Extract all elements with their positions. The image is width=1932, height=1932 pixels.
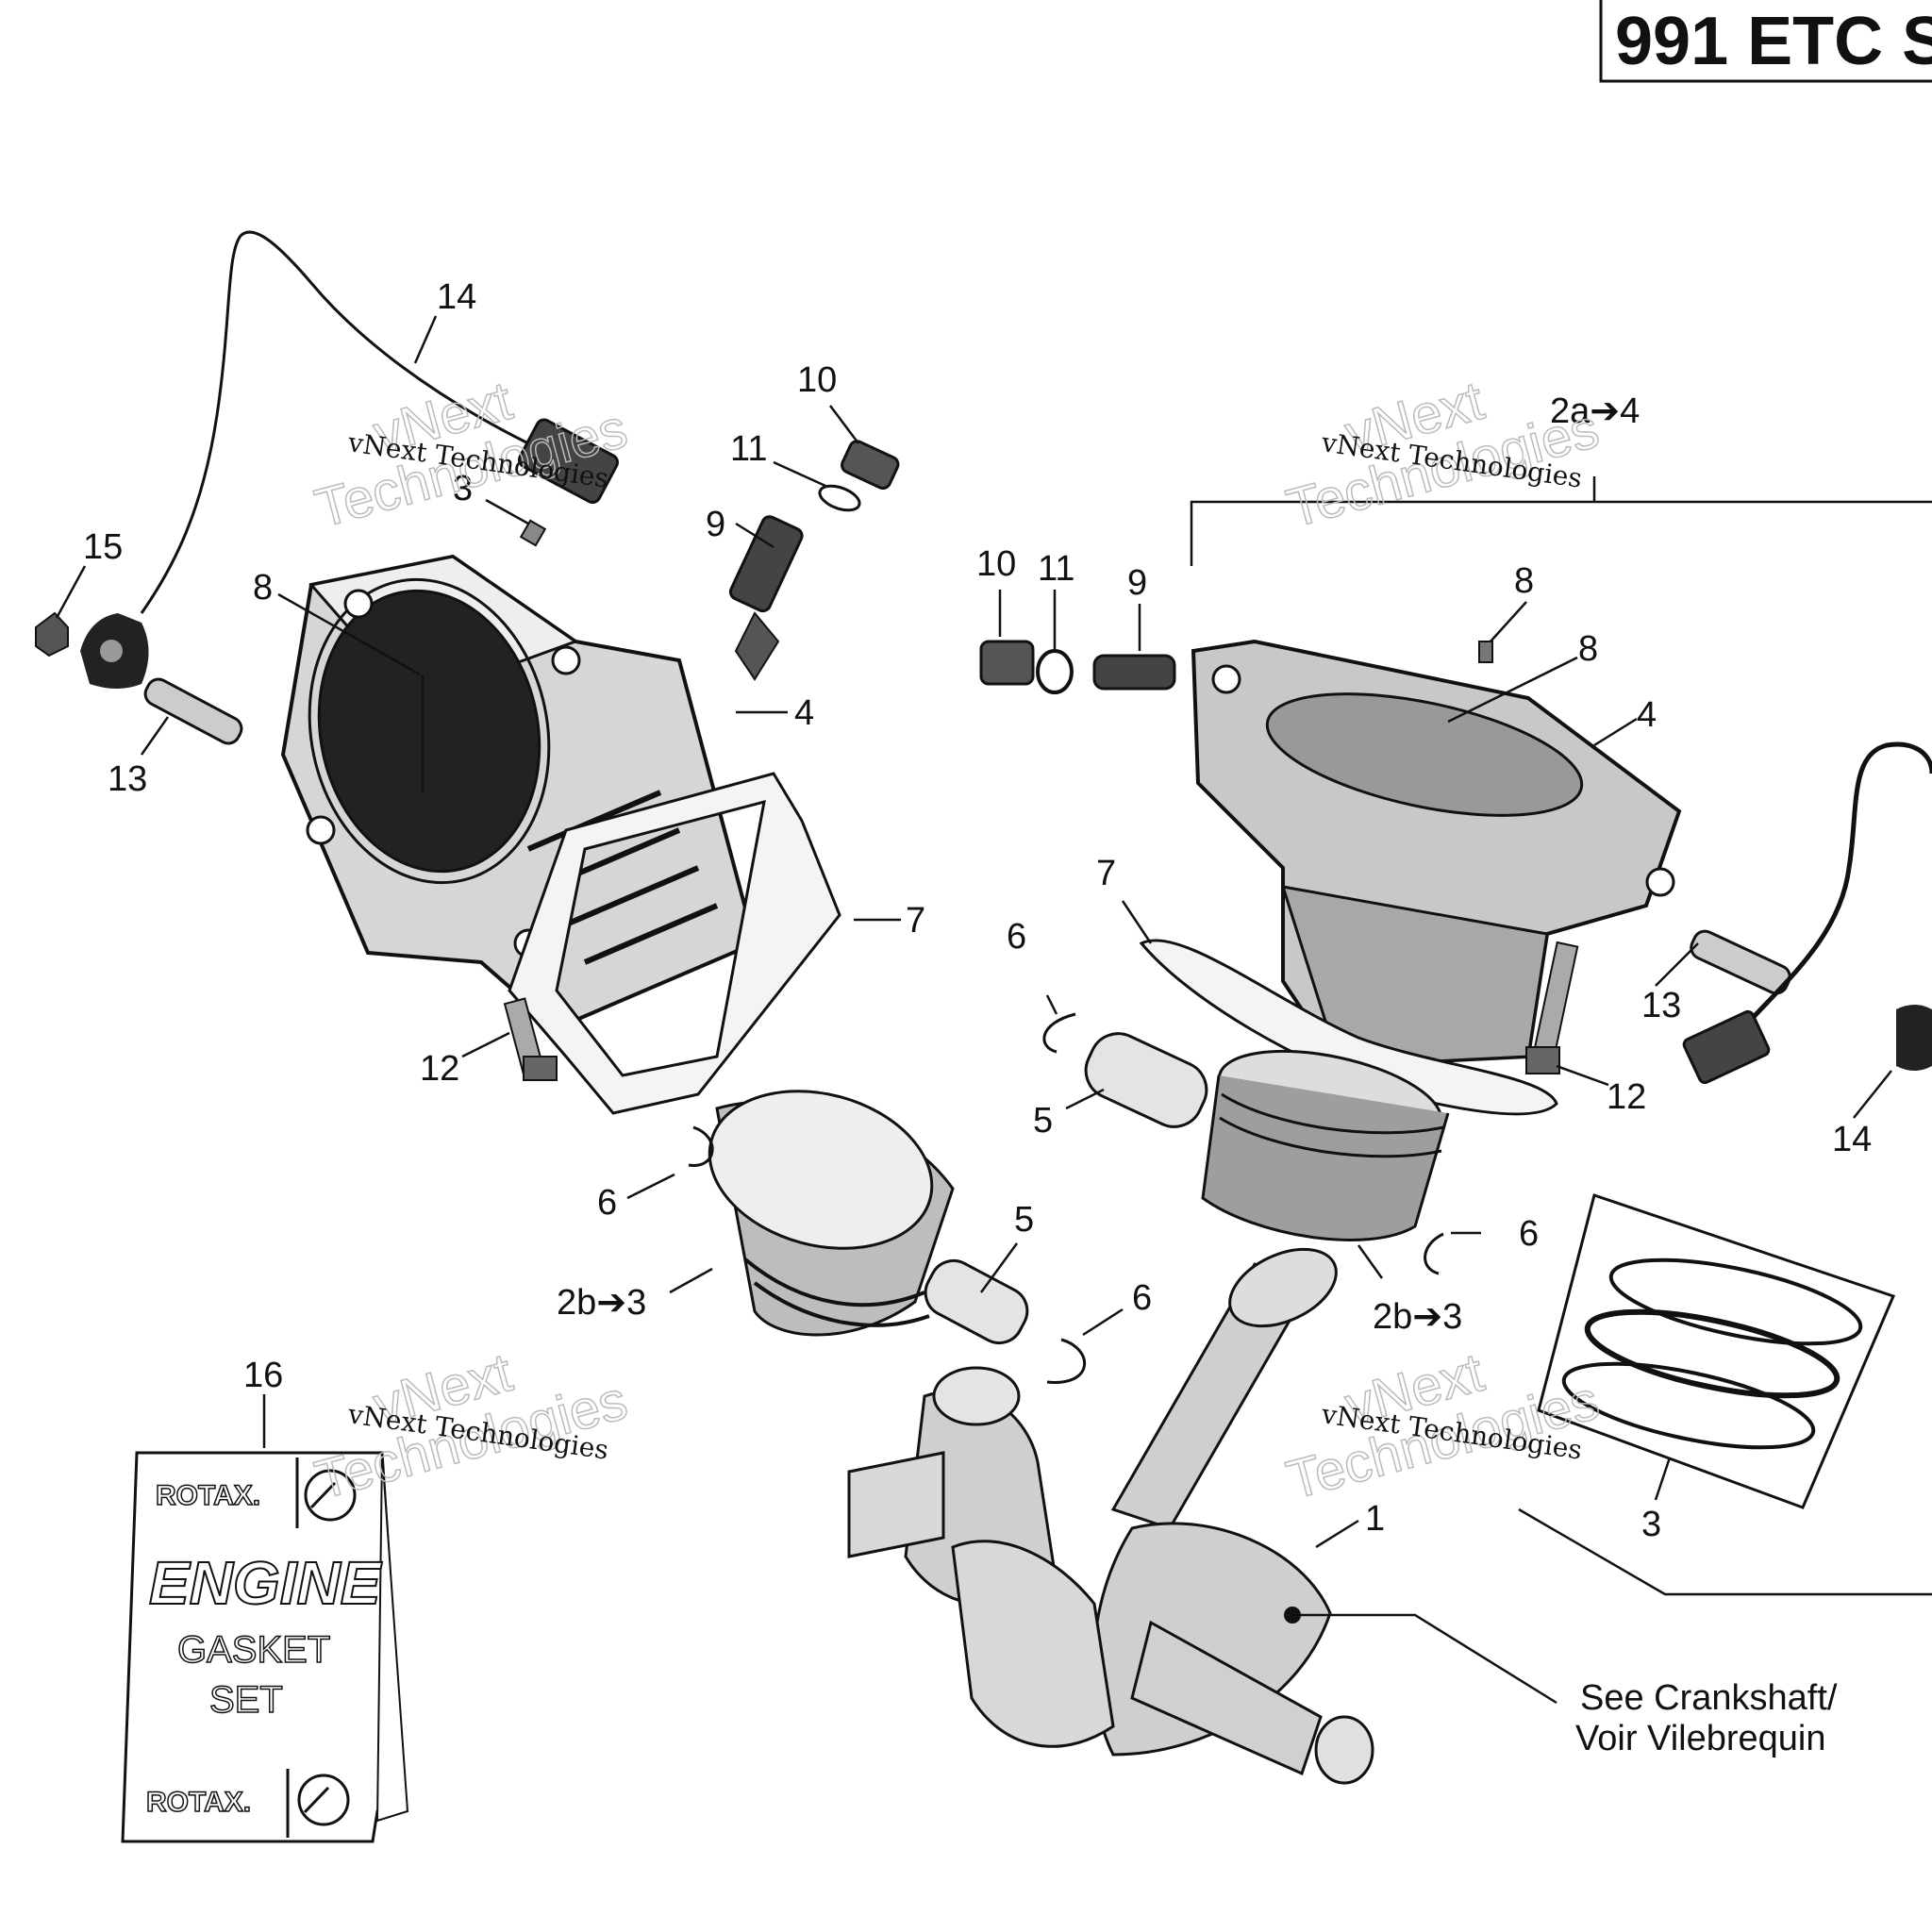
callout-6-right-b: 6 — [1519, 1214, 1539, 1254]
bracket-2a4 — [1190, 476, 1932, 566]
gasket-kit-line2: GASKET — [177, 1629, 330, 1671]
crankshaft-note-line1: See Crankshaft/ — [1580, 1678, 1838, 1718]
circlip-right-a — [1042, 1012, 1076, 1054]
connector-left — [517, 418, 619, 504]
cylinder-left — [280, 554, 758, 1031]
callouts: 14 3 15 8 13 10 11 9 4 7 12 6 2b➔3 5 6 1… — [83, 277, 1872, 1544]
rotax-gauge-icon-top — [304, 1469, 357, 1522]
callout-9-left: 9 — [706, 505, 725, 544]
callout-7-left: 7 — [906, 901, 925, 941]
set-screw-left — [519, 519, 547, 547]
callout-10-left: 10 — [797, 360, 837, 400]
gasket-set-package: ROTAX. ENGINE GASKET SET ROTAX. — [121, 1451, 409, 1843]
base-gasket-right — [1139, 939, 1558, 1116]
connector-right — [1682, 1009, 1771, 1085]
callout-2b3-right: 2b➔3 — [1373, 1297, 1462, 1337]
callout-3-left: 3 — [453, 469, 473, 508]
callout-13-right: 13 — [1641, 986, 1681, 1025]
nut-left — [35, 611, 69, 658]
gasket-kit-line3: SET — [209, 1679, 283, 1721]
title-box: 991 ETC S — [1599, 0, 1932, 83]
callout-3-right: 3 — [1641, 1505, 1661, 1544]
seal-ring-left — [818, 484, 861, 512]
piston-right — [1201, 1049, 1450, 1241]
dowel-pin-left — [143, 677, 243, 745]
circlip-left-b — [1046, 1338, 1086, 1384]
cap-screw-right — [979, 640, 1035, 686]
circlip-right-b — [1424, 1232, 1444, 1275]
piston-ring-set — [1537, 1193, 1896, 1509]
callout-7-right: 7 — [1096, 854, 1116, 893]
callout-1: 1 — [1365, 1499, 1385, 1539]
knock-sensor-right — [1896, 1005, 1932, 1071]
cylinder-right — [1191, 639, 1682, 1069]
callout-2b3-left: 2b➔3 — [557, 1283, 646, 1323]
rotax-gauge-icon-bottom — [297, 1774, 350, 1826]
callout-15: 15 — [83, 527, 123, 567]
leader-lines — [55, 315, 1892, 1705]
bolt-left — [503, 997, 558, 1081]
callout-12-left: 12 — [420, 1049, 459, 1089]
callout-10-right: 10 — [976, 544, 1016, 584]
gasket-kit-brand-bottom: ROTAX. — [146, 1787, 251, 1818]
gasket-kit-brand-top: ROTAX. — [156, 1480, 260, 1511]
knock-sensor-wire-right — [1724, 741, 1932, 1049]
callout-8-right-a: 8 — [1514, 561, 1534, 601]
callout-6-right-a: 6 — [1007, 917, 1026, 957]
oil-tube-left — [728, 515, 804, 681]
knock-sensor-wire-left — [140, 230, 529, 614]
callout-8-left: 8 — [253, 568, 273, 608]
callout-8-right-b: 8 — [1578, 629, 1598, 669]
diagram-title: 991 ETC S — [1615, 4, 1932, 79]
oil-tube-right — [1092, 654, 1176, 691]
callout-5-right: 5 — [1033, 1101, 1053, 1141]
dowel-right-8 — [1478, 641, 1493, 663]
callout-4-left: 4 — [794, 693, 814, 733]
dowel-pin-right — [1690, 929, 1791, 995]
callout-13-left: 13 — [108, 759, 147, 799]
piston-pin-left — [924, 1259, 1029, 1344]
callout-4-right: 4 — [1637, 695, 1657, 735]
knock-sensor-left — [80, 613, 149, 689]
callout-14-right: 14 — [1832, 1120, 1872, 1159]
gasket-kit-line1: ENGINE — [149, 1549, 383, 1617]
bracket-3-crank — [1518, 1507, 1932, 1596]
callout-9-right: 9 — [1127, 563, 1147, 603]
callout-14-left: 14 — [437, 277, 476, 317]
callout-11-right: 11 — [1038, 549, 1074, 589]
crankshaft — [847, 1247, 1374, 1785]
callout-5-left: 5 — [1014, 1200, 1034, 1240]
bolt-right — [1525, 941, 1579, 1074]
crankshaft-note-line2: Voir Vilebrequin — [1575, 1719, 1825, 1758]
piston-pin-right — [1084, 1032, 1208, 1128]
piston-left — [708, 1090, 955, 1337]
seal-ring-right — [1036, 649, 1074, 694]
callout-11-left: 11 — [730, 429, 767, 469]
cap-screw-left — [841, 440, 900, 491]
callout-6-left-b: 6 — [1132, 1278, 1152, 1318]
callout-6-left-a: 6 — [597, 1183, 617, 1223]
circlip-left-a — [688, 1125, 714, 1167]
callout-2a4: 2a➔4 — [1550, 391, 1640, 431]
callout-16: 16 — [243, 1356, 283, 1395]
callout-12-right: 12 — [1607, 1077, 1646, 1117]
